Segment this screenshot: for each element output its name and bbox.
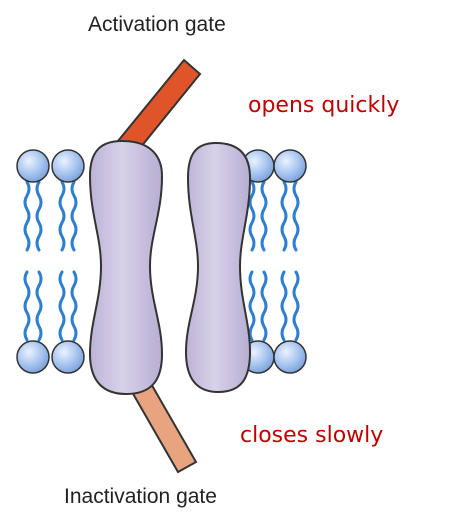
lipid-tail bbox=[72, 182, 76, 250]
lipid-head bbox=[274, 150, 306, 182]
lipid-tail bbox=[282, 272, 286, 340]
lipid-tail bbox=[294, 272, 298, 340]
lipid-tail bbox=[37, 182, 41, 250]
lipid-tail bbox=[60, 182, 64, 250]
lipid-head bbox=[274, 341, 306, 373]
lipid-tail bbox=[262, 272, 266, 340]
lipid-tail bbox=[72, 272, 76, 340]
lipid-tail bbox=[60, 272, 64, 340]
lipid-tail bbox=[250, 272, 254, 340]
lipid-head bbox=[17, 150, 49, 182]
lipid-tail bbox=[25, 272, 29, 340]
lipid-tail bbox=[25, 182, 29, 250]
lipid-head bbox=[17, 341, 49, 373]
lipid-head bbox=[52, 341, 84, 373]
channel-protein-left bbox=[90, 141, 162, 394]
lipid-tails-group bbox=[25, 182, 298, 340]
lipid-tail bbox=[294, 182, 298, 250]
lipid-head bbox=[52, 150, 84, 182]
lipid-tail bbox=[282, 182, 286, 250]
lipid-tail bbox=[262, 182, 266, 250]
activation-gate-bar bbox=[118, 60, 200, 153]
lipid-tail bbox=[250, 182, 254, 250]
lipid-tail bbox=[37, 272, 41, 340]
channel-protein-right bbox=[186, 143, 250, 392]
